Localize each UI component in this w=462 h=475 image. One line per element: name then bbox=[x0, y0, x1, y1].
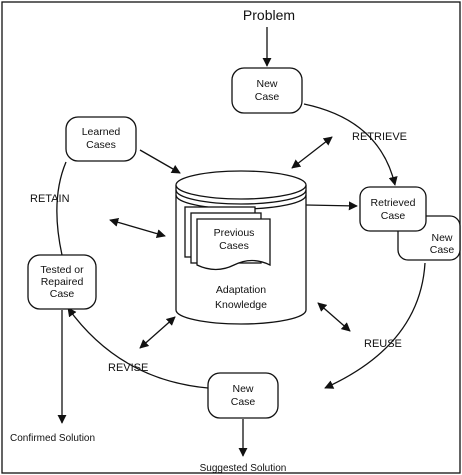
revise-casebase-arrow bbox=[139, 316, 176, 349]
retrieved-case-box bbox=[359, 186, 427, 232]
retrieved-case-line1: Retrieved bbox=[371, 197, 416, 209]
retain-label: RETAIN bbox=[30, 193, 70, 205]
retain-casebase-arrow bbox=[109, 217, 166, 239]
suggested-solution-label: Suggested Solution bbox=[200, 463, 287, 474]
retrieve-arc bbox=[303, 103, 398, 186]
learned-cases-line1: Learned bbox=[82, 126, 121, 138]
new-case-top-line2: Case bbox=[255, 91, 280, 103]
new-case-bottom-box bbox=[207, 372, 279, 419]
previous-cases-line2: Cases bbox=[219, 240, 249, 252]
tested-case-box bbox=[27, 254, 97, 310]
learned-cases-line2: Cases bbox=[86, 139, 116, 151]
tested-case-line3: Case bbox=[50, 288, 75, 300]
previous-cases-line1: Previous bbox=[214, 227, 255, 239]
casebase-to-retrieved-arrow bbox=[305, 201, 358, 211]
problem-title: Problem bbox=[243, 7, 295, 23]
reuse-arc bbox=[324, 262, 426, 389]
revise-arc bbox=[67, 307, 209, 389]
retrieved-case-line2: Case bbox=[381, 210, 406, 222]
reuse-casebase-arrow bbox=[317, 302, 351, 332]
adaptation-knowledge-line1: Adaptation bbox=[216, 284, 266, 296]
revise-label: REVISE bbox=[108, 362, 148, 374]
adaptation-knowledge-line2: Knowledge bbox=[215, 299, 267, 311]
tested-case-line1: Tested or bbox=[40, 264, 84, 276]
retrieve-casebase-arrow bbox=[291, 136, 333, 169]
retrieved-new-case-line1: New bbox=[431, 232, 452, 244]
new-case-bottom-line2: Case bbox=[231, 396, 256, 408]
retrieve-label: RETRIEVE bbox=[352, 131, 407, 143]
new-case-top-box bbox=[231, 67, 303, 114]
previous-cases-stack bbox=[184, 206, 271, 271]
retrieved-new-case-line2: Case bbox=[430, 244, 455, 256]
confirmed-solution-label: Confirmed Solution bbox=[10, 433, 95, 444]
learned-cases-box bbox=[65, 116, 137, 162]
new-case-top-line1: New bbox=[256, 78, 277, 90]
tested-case-line2: Repaired bbox=[41, 276, 84, 288]
reuse-label: REUSE bbox=[364, 338, 402, 350]
retain-arc bbox=[56, 161, 67, 256]
new-case-bottom-line1: New bbox=[232, 383, 253, 395]
learned-to-casebase-arrow bbox=[139, 149, 181, 174]
